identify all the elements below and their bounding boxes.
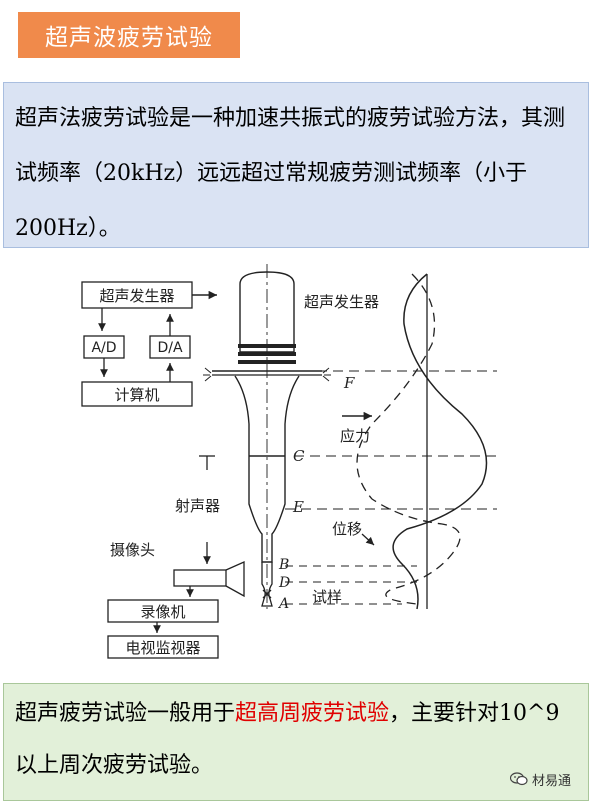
displacement-label: 位移 (332, 520, 362, 538)
camera-label: 摄像头 (110, 541, 155, 559)
page-title: 超声波疲劳试验 (18, 12, 240, 58)
summary-box: 超声疲劳试验一般用于超高周疲劳试验，主要针对10^9以上周次疲劳试验。 (3, 683, 589, 801)
point-b-label: B (278, 557, 289, 573)
computer-label: 计算机 (114, 386, 159, 404)
point-a-label: A (277, 596, 289, 612)
monitor-box (107, 635, 219, 659)
ad-label: A/D (91, 340, 116, 356)
point-e-label: E (292, 498, 304, 516)
generator-side-label: 超声发生器 (304, 293, 379, 311)
computer-box (81, 381, 193, 407)
point-c-label: C (293, 447, 305, 465)
monitor-label: 电视监视器 (125, 639, 200, 657)
summary-highlight: 超高周疲劳试验 (235, 701, 390, 726)
point-f-label: F (343, 374, 355, 392)
point-d-label: D (278, 575, 290, 591)
horn-label: 射声器 (175, 497, 220, 515)
summary-text-after: ，主要针对10^9以上周次疲劳试验。 (15, 701, 560, 778)
horn-body (234, 375, 300, 563)
intro-text: 超声法疲劳试验是一种加速共振式的疲劳试验方法，其测试频率（20kHz）远远超过常… (15, 106, 566, 241)
displacement-curve (356, 273, 461, 605)
recorder-box (107, 599, 219, 623)
generator-box-label: 超声发生器 (99, 287, 174, 305)
intro-box: 超声法疲劳试验是一种加速共振式的疲劳试验方法，其测试频率（20kHz）远远超过常… (3, 82, 589, 248)
specimen-label: 试样 (312, 588, 342, 606)
wechat-icon (510, 772, 528, 786)
specimen (261, 562, 273, 607)
summary-text-before: 超声疲劳试验一般用于 (15, 701, 236, 726)
camera-body (173, 569, 227, 587)
da-label: D/A (157, 340, 182, 356)
stress-label: 应力 (340, 427, 370, 445)
recorder-label: 录像机 (140, 603, 185, 621)
watermark: 材易通 (510, 768, 571, 790)
stress-curve (392, 273, 488, 610)
watermark-text: 材易通 (532, 773, 572, 789)
ultrasonic-fatigue-diagram: 超声发生器 A/D D/A 计算机 (72, 264, 512, 666)
